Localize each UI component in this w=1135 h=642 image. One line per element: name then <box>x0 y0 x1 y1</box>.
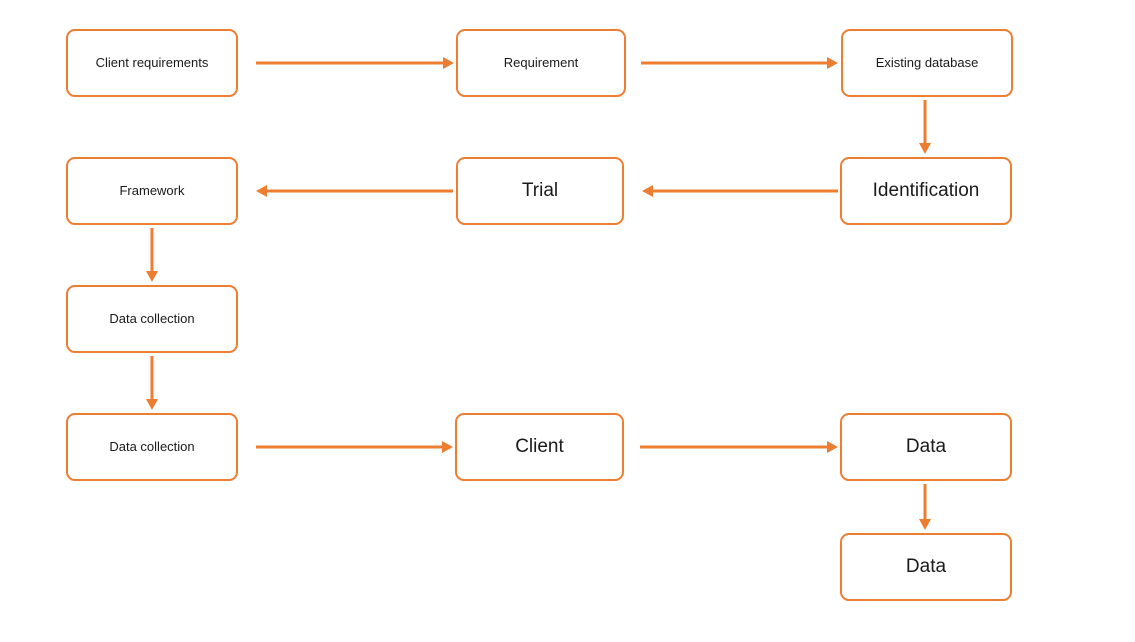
node-framework[interactable]: Framework <box>66 157 238 225</box>
arrow-data-collection-1-to-data-collection-2 <box>138 342 166 424</box>
node-label-existing-database: Existing database <box>875 54 979 70</box>
node-trial[interactable]: Trial <box>456 157 624 225</box>
arrow-framework-to-data-collection-1 <box>138 214 166 296</box>
arrow-head <box>256 185 267 197</box>
arrow-head <box>642 185 653 197</box>
node-existing-database[interactable]: Existing database <box>841 29 1013 97</box>
arrow-existing-database-to-identification <box>911 86 939 168</box>
node-data-collection-1[interactable]: Data collection <box>66 285 238 353</box>
node-label-trial: Trial <box>521 180 559 202</box>
node-label-requirement: Requirement <box>503 54 579 70</box>
node-client-requirements[interactable]: Client requirements <box>66 29 238 97</box>
node-label-data-2: Data <box>905 556 947 578</box>
arrow-head <box>919 143 931 154</box>
arrow-head <box>919 519 931 530</box>
arrow-head <box>827 441 838 453</box>
arrow-client-to-data-1 <box>626 433 852 461</box>
arrow-data-collection-2-to-client <box>242 433 467 461</box>
node-client[interactable]: Client <box>455 413 624 481</box>
arrow-trial-to-framework <box>242 177 467 205</box>
arrow-identification-to-trial <box>628 177 852 205</box>
node-identification[interactable]: Identification <box>840 157 1012 225</box>
node-label-framework: Framework <box>119 182 185 198</box>
arrow-head <box>443 57 454 69</box>
node-data-2[interactable]: Data <box>840 533 1012 601</box>
arrow-client-requirements-to-requirement <box>242 49 468 77</box>
node-data-1[interactable]: Data <box>840 413 1012 481</box>
node-label-data-collection-1: Data collection <box>109 310 195 326</box>
node-label-client: Client <box>515 436 564 458</box>
node-label-identification: Identification <box>872 180 980 202</box>
node-label-client-requirements: Client requirements <box>95 54 209 70</box>
arrow-head <box>442 441 453 453</box>
node-label-data-collection-2: Data collection <box>109 438 195 454</box>
node-data-collection-2[interactable]: Data collection <box>66 413 238 481</box>
arrow-head <box>146 271 158 282</box>
node-requirement[interactable]: Requirement <box>456 29 626 97</box>
arrow-head <box>146 399 158 410</box>
arrow-head <box>827 57 838 69</box>
node-label-data-1: Data <box>905 436 947 458</box>
arrow-requirement-to-existing-database <box>627 49 852 77</box>
